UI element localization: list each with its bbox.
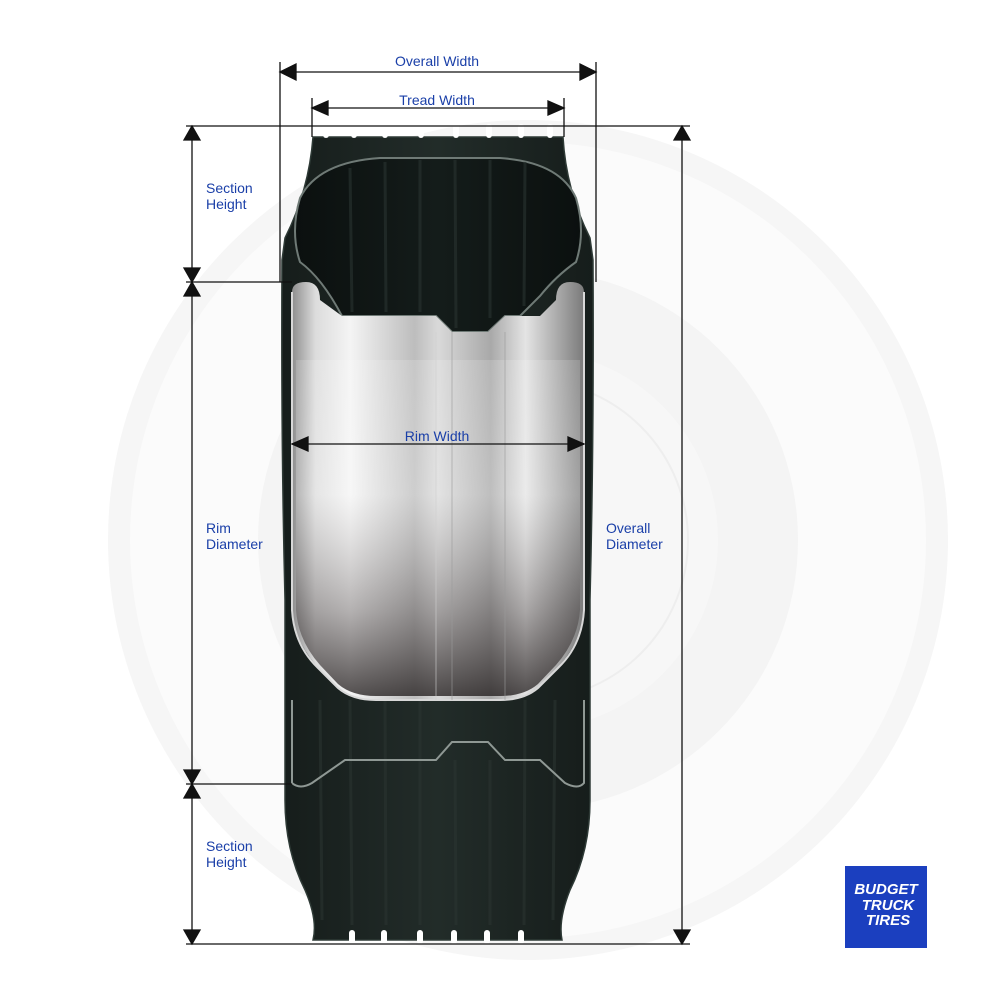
- wheel-rim: [291, 282, 585, 701]
- sidewall-ribs: [318, 699, 557, 926]
- tire-cavity: [294, 157, 582, 333]
- overall-diameter-label-line2: Diameter: [606, 536, 663, 552]
- section-height-top-label-line2: Height: [206, 196, 247, 212]
- dimension-labels: Overall Width Tread Width Rim Width Sect…: [206, 53, 663, 870]
- section-height-bottom-label-line2: Height: [206, 854, 247, 870]
- logo-line-truck: TRUCK: [862, 897, 916, 914]
- overall-width-label: Overall Width: [395, 53, 479, 69]
- logo-background: [845, 866, 927, 948]
- rim-shade: [296, 360, 580, 696]
- cavity-ribs: [348, 159, 527, 329]
- rim-width-label: Rim Width: [405, 428, 470, 444]
- rim-diameter-label-line1: Rim: [206, 520, 231, 536]
- tread-width-label: Tread Width: [399, 92, 475, 108]
- lower-bead-outline: [291, 700, 585, 788]
- bottom-tread-grooves: [349, 930, 524, 944]
- section-height-top-label-line1: Section: [206, 180, 253, 196]
- rim-outline: [291, 292, 585, 701]
- top-tread-grooves: [323, 124, 553, 138]
- rim-diameter-label-line2: Diameter: [206, 536, 263, 552]
- dimension-lines: [182, 62, 692, 946]
- logo-line-tires: TIRES: [866, 912, 910, 929]
- overall-diameter-label-line1: Overall: [606, 520, 650, 536]
- logo-line-budget: BUDGET: [854, 881, 919, 898]
- section-height-bottom-label-line1: Section: [206, 838, 253, 854]
- budget-truck-tires-logo: BUDGET TRUCK TIRES: [845, 866, 927, 948]
